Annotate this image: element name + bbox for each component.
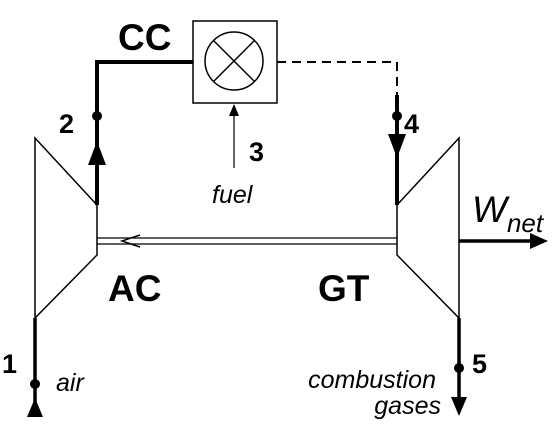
state-2-node xyxy=(92,111,102,121)
exhaust-arrowhead xyxy=(451,397,467,416)
exhaust-label-line2: gases xyxy=(374,392,441,420)
fuel-inlet-arrowhead xyxy=(229,104,239,116)
shaft-arrow xyxy=(119,234,141,248)
air-inlet-arrowhead xyxy=(27,398,43,417)
turbine-label: GT xyxy=(318,268,370,309)
fuel-label: fuel xyxy=(212,181,254,209)
line-cc-to-turbine xyxy=(277,61,398,95)
state-4-label: 4 xyxy=(404,109,419,139)
compressor-label: AC xyxy=(108,268,161,309)
state-5-node xyxy=(454,363,464,373)
arrow-up-state2 xyxy=(88,141,106,165)
exhaust-label-line1: combustion xyxy=(308,366,436,394)
work-net-label: Wnet xyxy=(472,189,545,238)
compressor-shape xyxy=(34,136,98,320)
air-label: air xyxy=(56,369,85,397)
cc-cross-2 xyxy=(212,39,256,83)
state-1-label: 1 xyxy=(2,349,17,379)
state-3-label: 3 xyxy=(249,137,264,167)
state-5-label: 5 xyxy=(472,349,487,379)
work-symbol: W xyxy=(472,189,510,230)
turbine-shape xyxy=(396,136,460,320)
work-subscript: net xyxy=(507,208,545,238)
state-4-node xyxy=(392,111,402,121)
cc-label: CC xyxy=(118,17,171,58)
arrow-down-state4 xyxy=(388,134,406,158)
state-2-label: 2 xyxy=(59,109,74,139)
work-output-arrowhead xyxy=(530,233,548,249)
state-1-node xyxy=(30,379,40,389)
line-compressor-to-cc xyxy=(95,60,193,205)
